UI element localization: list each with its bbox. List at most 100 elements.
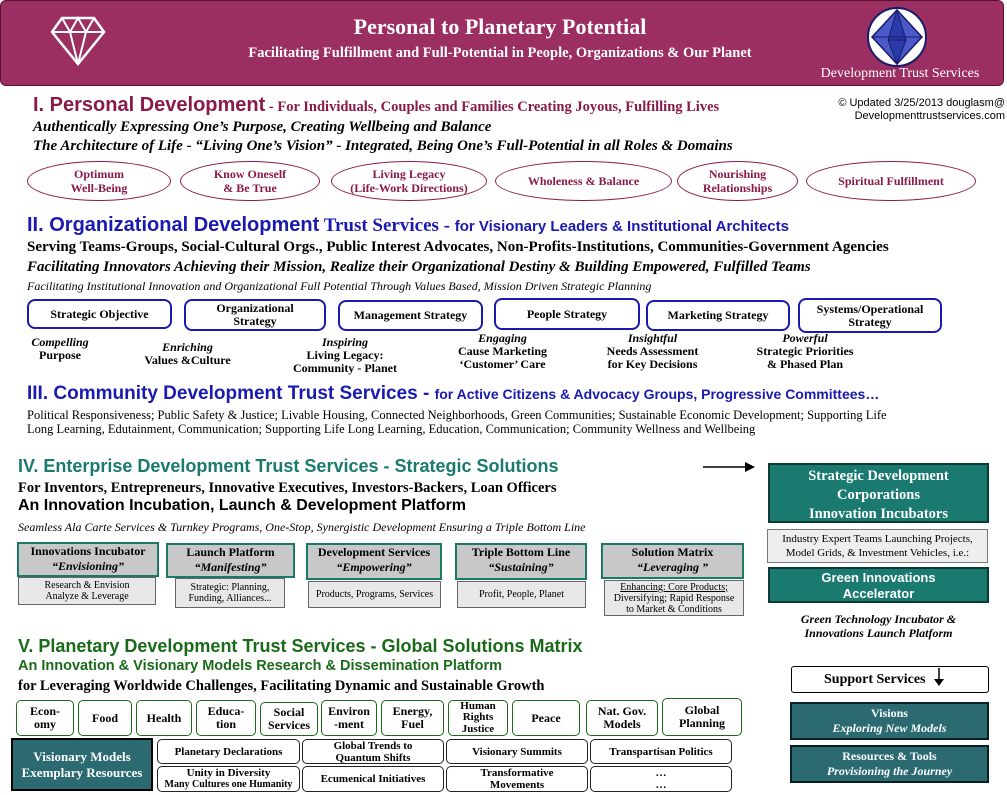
enterprise-heading2: Trust Services - Strategic Solutions bbox=[250, 456, 559, 476]
green-caption-line: Innovations Launch Platform bbox=[804, 626, 953, 640]
resources-line: Resources & Tools bbox=[842, 749, 937, 763]
enterprise-line2: An Innovation Incubation, Launch & Devel… bbox=[18, 497, 467, 514]
domain-line: Energy, bbox=[392, 704, 433, 718]
personal-line1: Authentically Expressing One’s Purpose, … bbox=[33, 119, 492, 135]
detail-line: Enhancing: Core Products; bbox=[620, 581, 728, 593]
grid-visionary-summits: Visionary Summits bbox=[446, 739, 588, 764]
detail-line: Analyze & Leverage bbox=[45, 591, 129, 602]
box-title: Solution Matrix bbox=[631, 545, 714, 559]
green-caption: Green Technology Incubator & Innovations… bbox=[768, 612, 989, 640]
green-caption-line: Green Technology Incubator & bbox=[800, 612, 957, 626]
enterprise-heading-row: IV. Enterprise Development Trust Service… bbox=[18, 456, 559, 477]
community-line1: Political Responsiveness; Public Safety … bbox=[27, 408, 887, 422]
caption-italic: Insightful bbox=[627, 331, 678, 345]
header-banner bbox=[0, 0, 1004, 86]
grid-ecumenical-initiatives: Ecumenical Initiatives bbox=[302, 766, 444, 792]
grid-line: Planetary Declarations bbox=[174, 745, 283, 758]
enterprise-line1: For Inventors, Entrepreneurs, Innovative… bbox=[18, 480, 557, 496]
domain-line: Econ- bbox=[30, 704, 60, 718]
updated-line1: © Updated 3/25/2013 douglasm@ bbox=[838, 97, 1005, 109]
page-title: Personal to Planetary Potential bbox=[353, 14, 647, 39]
grid-line: Ecumenical Initiatives bbox=[320, 773, 426, 785]
caption-line: Cause Marketing bbox=[458, 344, 547, 358]
domain-line: Models bbox=[603, 717, 641, 731]
pill-line: & Be True bbox=[223, 181, 277, 195]
visionary-line: Visionary Models bbox=[33, 748, 131, 764]
domain-line: Food bbox=[91, 710, 118, 725]
box-triple-bottom-line: Triple Bottom Line“Sustaining” bbox=[455, 543, 587, 580]
box-line: Management Strategy bbox=[353, 308, 468, 322]
box-line: Strategy bbox=[848, 314, 892, 329]
grid-transpartisan-politics: Transpartisan Politics bbox=[590, 739, 732, 764]
caption-line: Needs Assessment bbox=[606, 344, 699, 358]
personal-line2: The Architecture of Life - “Living One’s… bbox=[33, 138, 733, 154]
pill-line: Wholeness & Balance bbox=[527, 174, 640, 188]
domain-line: Rights bbox=[462, 711, 494, 724]
caption-line: Values &Culture bbox=[144, 353, 231, 367]
grid-line: Global Trends to bbox=[333, 739, 413, 752]
box-subtitle: “Sustaining” bbox=[488, 560, 554, 574]
box-launch-platform-detail: Strategic: Planning,Funding, Alliances..… bbox=[175, 578, 285, 608]
pill-line: Optimum bbox=[73, 167, 124, 181]
domain-line: tion bbox=[215, 717, 236, 731]
industry-expert-teams-box: Industry Expert Teams Launching Projects… bbox=[767, 529, 988, 563]
pill-wholeness-balance: Wholeness & Balance bbox=[495, 161, 672, 201]
domain-food: Food bbox=[78, 700, 132, 736]
caption-line: Living Legacy: bbox=[306, 348, 384, 362]
box-development-services-detail: Products, Programs, Services bbox=[308, 581, 441, 608]
box-solution-matrix: Solution Matrix“Leveraging ” bbox=[601, 543, 744, 579]
box-triple-bottom-line-detail: Profit, People, Planet bbox=[457, 581, 586, 608]
updated-note: © Updated 3/25/2013 douglasm@ Developmen… bbox=[805, 97, 1005, 123]
domain-line: omy bbox=[34, 717, 56, 731]
personal-heading-row: I. Personal Development - For Individual… bbox=[33, 94, 719, 117]
grid-planetary-declarations: Planetary Declarations bbox=[157, 739, 300, 764]
pill-line: Spiritual Fulfillment bbox=[838, 174, 944, 188]
domain-energy-fuel: Energy,Fuel bbox=[381, 700, 444, 736]
community-heading-row: III. Community Development Trust Service… bbox=[27, 383, 879, 405]
organizational-tagline: for Visionary Leaders & Institutional Ar… bbox=[454, 218, 789, 235]
domain-line: Fuel bbox=[401, 717, 424, 731]
box-title: Launch Platform bbox=[186, 545, 275, 559]
organizational-heading: II. Organizational Development bbox=[27, 214, 320, 236]
resources-line: Provisioning the Journey bbox=[826, 764, 953, 778]
organizational-heading-row: II. Organizational Development Trust Ser… bbox=[27, 214, 789, 237]
corp-line: Strategic Development bbox=[808, 468, 949, 484]
grid-more: …… bbox=[590, 766, 732, 792]
grid-line: Transpartisan Politics bbox=[609, 745, 713, 758]
grid-line: Transformative bbox=[480, 767, 554, 779]
box-line: Systems/Operational bbox=[816, 301, 924, 316]
caption-italic: Compelling bbox=[31, 335, 89, 349]
domain-line: Nat. Gov. bbox=[597, 704, 647, 718]
community-tagline: for Active Citizens & Advocacy Groups, P… bbox=[434, 386, 880, 402]
domain-line: Justice bbox=[461, 722, 495, 735]
visions-line: Visions bbox=[871, 706, 908, 720]
box-line: Organizational bbox=[216, 301, 294, 315]
pill-living-legacy: Living Legacy(Life-Work Directions) bbox=[331, 161, 487, 201]
domain-line: Services bbox=[268, 718, 310, 732]
pill-line: Well-Being bbox=[70, 181, 128, 195]
pill-line: (Life-Work Directions) bbox=[350, 181, 468, 195]
detail-line: Profit, People, Planet bbox=[479, 589, 564, 600]
support-label: Support Services bbox=[824, 671, 926, 687]
caption-italic: Inspiring bbox=[321, 335, 369, 349]
planetary-heading2: Trust Services - Global Solutions Matrix bbox=[237, 636, 583, 656]
box-solution-matrix-detail: Enhancing: Core Products;Diversifying; R… bbox=[604, 580, 744, 616]
detail-line: Strategic: Planning, bbox=[190, 582, 270, 593]
box-development-services: Development Services“Empowering” bbox=[306, 543, 442, 580]
grid-line: Unity in Diversity bbox=[186, 767, 271, 779]
pill-spiritual-fulfillment: Spiritual Fulfillment bbox=[806, 161, 976, 201]
domain-education: Educa-tion bbox=[196, 700, 256, 736]
domain-line: Planning bbox=[678, 716, 726, 730]
arrow-down-icon bbox=[933, 668, 944, 691]
domain-line: Environ bbox=[328, 704, 370, 718]
grid-line: Quantum Shifts bbox=[335, 751, 411, 764]
